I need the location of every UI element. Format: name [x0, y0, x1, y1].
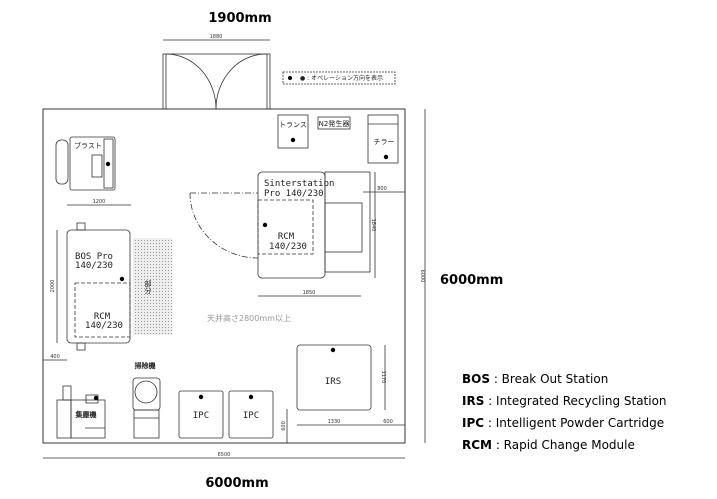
bos-rcm-label: RCM	[94, 312, 111, 322]
blast-label: ブラスト	[74, 141, 102, 150]
ipc-2	[228, 390, 274, 439]
key-desc: Integrated Recycling Station	[496, 394, 667, 408]
bos-pro	[43, 204, 172, 361]
bos-width-dim: 1200	[93, 199, 106, 205]
vacuum-label: 掃除機	[135, 361, 156, 370]
irs-label: IRS	[325, 377, 341, 387]
key-abbr: IRS	[462, 394, 485, 408]
transformer	[277, 114, 309, 149]
key-desc: Break Out Station	[501, 372, 609, 386]
bos-height-dim: 2000	[50, 280, 56, 293]
irs-right-dim: 600	[383, 419, 393, 425]
blast-cabinet	[55, 136, 116, 191]
entrance-door	[162, 39, 271, 110]
work-area-label: 部分	[144, 279, 152, 295]
top-width-label: 1900mm	[208, 11, 271, 26]
irs-width-dim: 1330	[328, 419, 341, 425]
sinter-rcm-label: RCM	[278, 232, 295, 242]
bottom-width-label: 6000mm	[205, 476, 268, 491]
key-desc: Rapid Change Module	[503, 438, 635, 452]
n2-label: N2発生器	[319, 119, 350, 128]
floor-height-dim: 6000	[419, 270, 425, 283]
dust-collector-label: 集塵機	[75, 410, 97, 419]
sinter-width-dim: 1850	[303, 290, 316, 296]
vacuum-cleaner	[132, 377, 161, 439]
sinterstation	[189, 171, 405, 297]
key-item-bos: BOS : Break Out Station	[462, 372, 609, 386]
sinter-height-dim: 1840	[370, 219, 376, 232]
dust-collector	[56, 385, 106, 439]
legend-note: ● : オペレーション方向を表示	[300, 74, 383, 82]
ceiling-note: 天井高さ2800mm以上	[207, 313, 291, 323]
sinter-name: Sinterstation	[264, 179, 334, 189]
legend-box	[282, 71, 396, 85]
ipc-1-label: IPC	[193, 411, 209, 421]
key-abbr: BOS	[462, 372, 490, 386]
irs-bottom-dim: 600	[281, 421, 287, 431]
bos-rcm-model: 140/230	[85, 321, 123, 331]
transformer-label: トランス	[279, 121, 307, 129]
ipc-1	[178, 390, 224, 439]
key-item-ipc: IPC : Intelligent Powder Cartridge	[462, 416, 665, 430]
irs-height-dim: 1170	[380, 371, 386, 384]
key-item-rcm: RCM : Rapid Change Module	[462, 438, 635, 452]
chiller	[367, 114, 399, 164]
ipc-2-label: IPC	[243, 411, 259, 421]
sinter-right-dim: 800	[377, 186, 387, 192]
bos-model: 140/230	[75, 261, 113, 271]
sinter-rcm-model: 140/230	[269, 242, 307, 252]
chiller-label: チラー	[374, 138, 395, 146]
door-dim: 1880	[210, 34, 223, 40]
left-clearance-dim: 400	[50, 354, 60, 360]
key-item-irs: IRS : Integrated Recycling Station	[462, 394, 667, 408]
key-abbr: IPC	[462, 416, 485, 430]
floor-width-dim: 6500	[218, 452, 231, 458]
sinter-model: Pro 140/230	[264, 189, 324, 199]
bos-name: BOS Pro	[75, 252, 113, 262]
irs	[286, 344, 405, 443]
floor-boundary	[42, 108, 406, 444]
right-height-label: 6000mm	[440, 273, 503, 288]
key-desc: Intelligent Powder Cartridge	[495, 416, 665, 430]
key-abbr: RCM	[462, 438, 492, 452]
n2-generator	[317, 116, 351, 130]
operation-dots	[93, 76, 389, 401]
